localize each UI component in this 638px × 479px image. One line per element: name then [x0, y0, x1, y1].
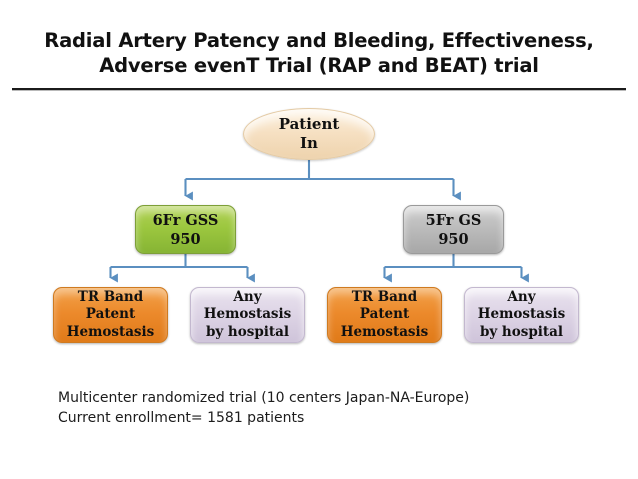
- page-title: Radial Artery Patency and Bleeding, Effe…: [44, 29, 594, 77]
- trial-flowchart: Patient In 6Fr GSS 950 5Fr GS 950 TR Ban…: [0, 100, 638, 375]
- node-patient-in: Patient In: [243, 108, 375, 160]
- node-tr-band-patent-hemostasis-left: TR Band Patent Hemostasis: [53, 287, 168, 343]
- node-6fr-gss: 6Fr GSS 950: [135, 205, 236, 254]
- node-any-hemostasis-by-hospital-right: Any Hemostasis by hospital: [464, 287, 579, 343]
- title-divider: [12, 88, 626, 91]
- node-any-hemostasis-by-hospital-left: Any Hemostasis by hospital: [190, 287, 305, 343]
- trial-caption: Multicenter randomized trial (10 centers…: [58, 390, 470, 426]
- connector-layer: [109, 160, 529, 283]
- node-tr-band-patent-hemostasis-right: TR Band Patent Hemostasis: [327, 287, 442, 343]
- node-5fr-gs: 5Fr GS 950: [403, 205, 504, 254]
